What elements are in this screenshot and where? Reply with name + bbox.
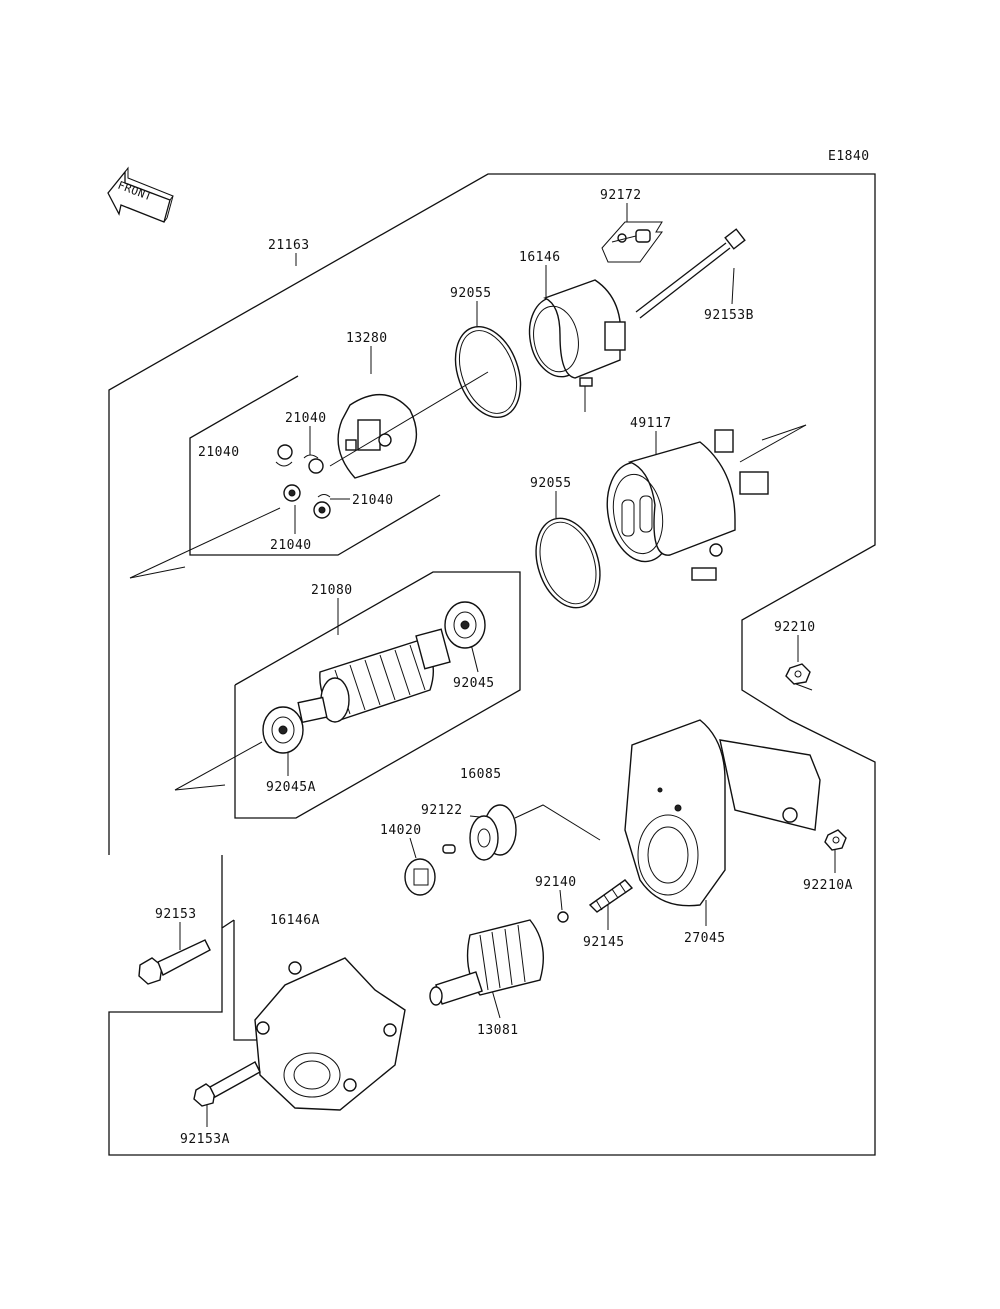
part-14020-pinion — [404, 844, 456, 896]
label-21040-b: 21040 — [198, 445, 240, 460]
label-16146A: 16146A — [270, 913, 320, 928]
part-92153A-bolt — [193, 1061, 261, 1107]
label-92153: 92153 — [155, 907, 197, 922]
label-92055-bottom: 92055 — [530, 476, 572, 491]
label-13280: 13280 — [346, 331, 388, 346]
armature-outline — [174, 571, 521, 819]
label-27045: 27045 — [684, 931, 726, 946]
label-49117: 49117 — [630, 416, 672, 431]
part-92210-nut — [785, 663, 813, 691]
part-92145-spring — [588, 879, 634, 913]
part-92045-bearing — [444, 601, 486, 649]
front-arrow-label: FRONT — [116, 179, 154, 204]
assembly-outline-21163 — [108, 173, 876, 1156]
part-92153-bolt — [138, 939, 211, 985]
brush-holder-outline — [129, 375, 441, 579]
label-92045: 92045 — [453, 676, 495, 691]
label-13081: 13081 — [477, 1023, 519, 1038]
label-92153A: 92153A — [180, 1132, 230, 1147]
part-92172-screw — [601, 221, 663, 263]
label-21040-a: 21040 — [285, 411, 327, 426]
part-92140-ball — [557, 911, 569, 923]
label-92140: 92140 — [535, 875, 577, 890]
part-27045-housing — [624, 719, 821, 907]
label-16085: 16085 — [460, 767, 502, 782]
label-21040-c: 21040 — [352, 493, 394, 508]
label-21080: 21080 — [311, 583, 353, 598]
label-14020: 14020 — [380, 823, 422, 838]
part-16146-end-cover — [528, 279, 626, 412]
part-21080-armature — [297, 628, 451, 724]
part-92210A-nut — [824, 829, 847, 851]
part-92122-gear — [469, 804, 517, 861]
label-92055-top: 92055 — [450, 286, 492, 301]
part-21040-springs — [275, 444, 331, 519]
part-92153B-through-bolt — [635, 228, 746, 319]
part-13081-clutch — [429, 919, 545, 1006]
label-16146: 16146 — [519, 250, 561, 265]
part-16146A-bracket — [254, 957, 406, 1111]
part-92045A-bearing — [262, 706, 304, 754]
part-49117-yoke — [606, 424, 807, 581]
label-92045A: 92045A — [266, 780, 316, 795]
part-13280-brush-plate — [329, 371, 489, 479]
label-21163: 21163 — [268, 238, 310, 253]
label-92145: 92145 — [583, 935, 625, 950]
front-arrow-icon: FRONT — [107, 166, 174, 223]
diagram-code: E1840 — [828, 149, 870, 164]
label-92210A: 92210A — [803, 878, 853, 893]
label-21040-d: 21040 — [270, 538, 312, 553]
label-92172: 92172 — [600, 188, 642, 203]
label-92122: 92122 — [421, 803, 463, 818]
part-92055-oring-bottom — [535, 517, 601, 609]
label-92153B: 92153B — [704, 308, 754, 323]
label-92210: 92210 — [774, 620, 816, 635]
